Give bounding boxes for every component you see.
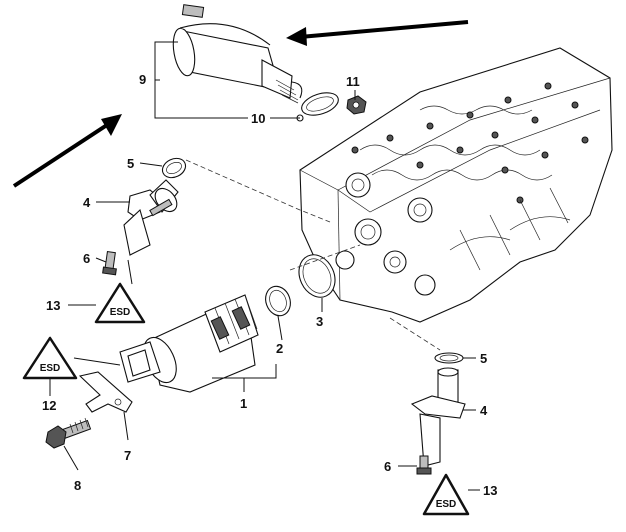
callout-13-left: 13 [46, 298, 60, 313]
solenoid-valve-1 [119, 294, 259, 393]
callout-11: 11 [346, 74, 360, 89]
esd-warning-label-13-left: ESD [94, 282, 146, 324]
callout-6-lower: 6 [384, 459, 391, 474]
esd-warning-label-12: ESD [22, 336, 78, 380]
bracket-7 [78, 371, 133, 413]
assembly-lines [185, 159, 441, 351]
svg-text:ESD: ESD [436, 499, 457, 510]
bolt-6-upper [102, 250, 117, 276]
callout-3: 3 [316, 314, 323, 329]
callout-13-right: 13 [483, 483, 497, 498]
callout-5-upper: 5 [127, 156, 134, 171]
svg-text:ESD: ESD [110, 307, 131, 318]
callout-numbers: 9 10 11 5 4 6 13 12 1 2 3 7 8 5 4 6 13 [42, 72, 497, 498]
solenoid-valve-9 [172, 4, 303, 104]
o-ring-3 [298, 254, 336, 298]
callout-5-lower: 5 [480, 351, 487, 366]
esd-warning-label-13-right: ESD [422, 473, 470, 516]
svg-text:ESD: ESD [40, 363, 61, 374]
callout-1: 1 [240, 396, 247, 411]
o-ring-5-lower [434, 352, 464, 364]
cylinder-head [299, 47, 613, 323]
callout-9: 9 [139, 72, 146, 87]
callout-4-upper: 4 [83, 195, 91, 210]
o-ring-5-upper [161, 157, 187, 179]
bolt-6-lower [416, 455, 432, 475]
callout-6-upper: 6 [83, 251, 90, 266]
camshaft-sensor-4-upper [123, 179, 179, 256]
arrow-pointer-top [286, 20, 469, 46]
callout-10: 10 [251, 111, 265, 126]
o-ring-10 [296, 92, 339, 122]
callout-12: 12 [42, 398, 56, 413]
o-ring-2 [265, 285, 291, 317]
nut-11 [346, 95, 367, 115]
leader-lines [49, 41, 480, 491]
callout-7: 7 [124, 448, 131, 463]
callout-8: 8 [74, 478, 81, 493]
callout-4-lower: 4 [480, 403, 488, 418]
arrow-pointer-left [12, 114, 122, 188]
camshaft-sensor-4-lower [410, 367, 466, 467]
callout-2: 2 [276, 341, 283, 356]
bolt-8 [45, 417, 92, 449]
